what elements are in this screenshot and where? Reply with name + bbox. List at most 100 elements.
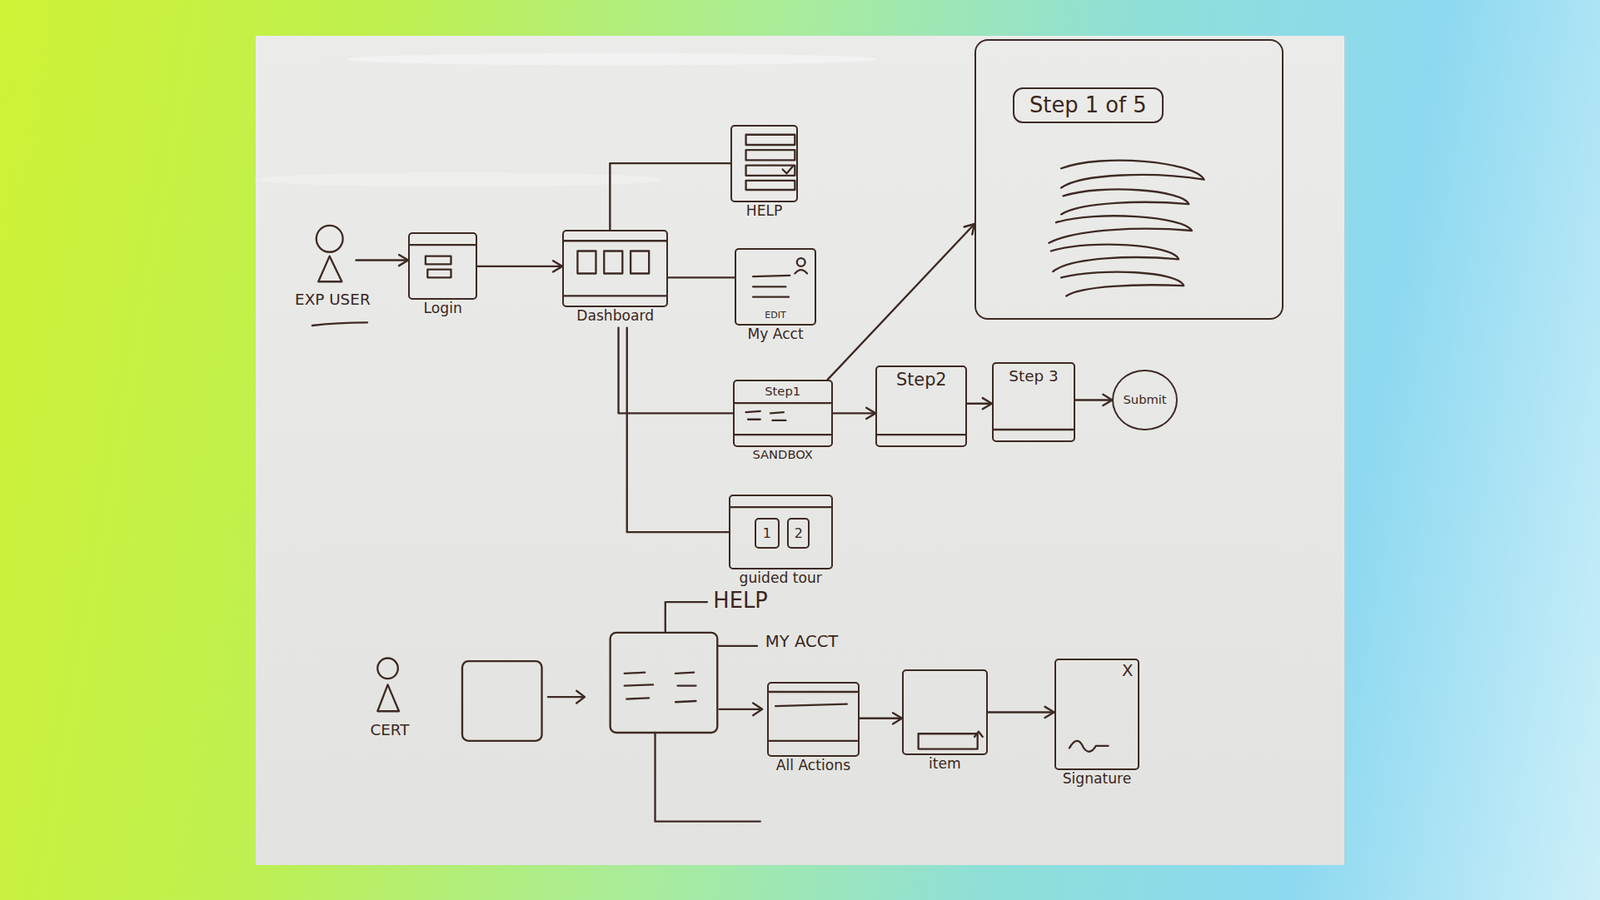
arrow-head bbox=[892, 712, 903, 724]
step-box: 2 bbox=[787, 518, 810, 549]
connector-line bbox=[667, 276, 735, 279]
form-row bbox=[746, 149, 796, 160]
screen: guided tour12 bbox=[728, 494, 833, 569]
flow-connector bbox=[987, 707, 1055, 718]
detail-panel: Step 1 of 5 bbox=[974, 39, 1284, 320]
connector-line bbox=[827, 224, 975, 380]
screen-text: Step 3 bbox=[1008, 367, 1058, 385]
arrow bbox=[548, 691, 585, 704]
cursor bbox=[974, 732, 983, 738]
connector-line bbox=[477, 265, 563, 268]
flow-connector bbox=[827, 224, 975, 380]
menu-lines bbox=[624, 672, 697, 703]
flow-connector bbox=[627, 328, 729, 534]
card bbox=[603, 251, 623, 275]
connector-line bbox=[859, 717, 903, 720]
form-row bbox=[746, 180, 796, 190]
connector-line bbox=[1075, 398, 1112, 401]
connector-line bbox=[665, 602, 708, 634]
underline bbox=[312, 322, 368, 326]
flow-connector bbox=[966, 398, 992, 409]
scribble bbox=[1061, 189, 1189, 215]
connector-line bbox=[356, 259, 409, 261]
flow-connector bbox=[618, 328, 733, 414]
arrow-head bbox=[1102, 394, 1112, 406]
glare bbox=[254, 172, 663, 187]
screen-bar bbox=[993, 428, 1074, 431]
screen-text: 2 bbox=[794, 525, 803, 541]
input-field bbox=[425, 256, 452, 265]
screen-text: Step1 bbox=[764, 384, 801, 399]
step-box: 1 bbox=[754, 518, 779, 549]
screen: Login bbox=[408, 232, 478, 300]
user-icon bbox=[794, 269, 808, 274]
scribble bbox=[1061, 272, 1184, 297]
branch-label: MY ACCT bbox=[765, 633, 839, 653]
user-icon bbox=[797, 258, 806, 267]
screen-bar bbox=[563, 239, 667, 242]
form-row bbox=[746, 134, 796, 145]
screen-label: Signature bbox=[1062, 771, 1132, 788]
connector-line bbox=[987, 711, 1055, 713]
marker-strokes bbox=[254, 53, 1204, 823]
arrow-head bbox=[982, 398, 992, 409]
screen-label: SANDBOX bbox=[752, 448, 813, 463]
button bbox=[918, 733, 978, 749]
screen: Step 3 bbox=[991, 362, 1076, 443]
flow-connector bbox=[609, 163, 731, 230]
actor-figure: CERT bbox=[373, 652, 406, 718]
screen-text: EDIT bbox=[764, 310, 786, 322]
screen-label: Login bbox=[423, 300, 463, 318]
signature-squiggle bbox=[1069, 741, 1109, 753]
arrow bbox=[719, 702, 763, 716]
screen: XSignature bbox=[1054, 658, 1141, 772]
arrow-head bbox=[1045, 707, 1055, 718]
connector-line bbox=[609, 163, 731, 230]
blank-screen bbox=[462, 661, 543, 742]
end-circle: Submit bbox=[1111, 369, 1177, 432]
screen: Dashboard bbox=[562, 229, 668, 308]
screen-label: HELP bbox=[746, 203, 783, 220]
scribble bbox=[1051, 244, 1179, 272]
screen-bar bbox=[877, 433, 966, 436]
connector-line bbox=[627, 328, 729, 534]
input-field bbox=[427, 269, 451, 279]
glare bbox=[347, 53, 878, 66]
screen-label: CERT bbox=[369, 721, 409, 739]
form-row bbox=[746, 165, 796, 176]
check-mark bbox=[782, 166, 793, 175]
screen-bar bbox=[410, 244, 476, 246]
screen-text: 1 bbox=[762, 525, 772, 541]
connector-line bbox=[832, 412, 876, 414]
arrow-head bbox=[553, 260, 563, 272]
arrow-head bbox=[398, 254, 409, 266]
scribble bbox=[1061, 160, 1205, 189]
screen-label: guided tour bbox=[739, 570, 823, 588]
form-lines bbox=[734, 403, 831, 435]
card bbox=[630, 251, 649, 275]
connector-line bbox=[655, 732, 761, 823]
screen-text: X bbox=[1121, 662, 1133, 682]
actor-figure: EXP USER bbox=[309, 224, 356, 289]
flow-connector bbox=[859, 712, 903, 724]
connector-line bbox=[966, 403, 992, 405]
screen: All Actions bbox=[767, 682, 859, 758]
stick-figure-body bbox=[318, 256, 342, 283]
screen-text: Step2 bbox=[896, 370, 948, 391]
screen-text: Submit bbox=[1123, 393, 1167, 408]
screen-label: All Actions bbox=[776, 757, 851, 775]
stick-figure-head bbox=[316, 225, 344, 253]
screen: item bbox=[902, 669, 988, 756]
arrow-head bbox=[866, 408, 876, 419]
screen-label: Dashboard bbox=[576, 308, 654, 325]
flow-connector bbox=[832, 408, 876, 419]
flow-connector bbox=[477, 260, 563, 272]
stick-figure-head bbox=[377, 658, 399, 680]
screen-label: item bbox=[928, 756, 962, 773]
screen: HELP bbox=[730, 124, 798, 203]
scribble bbox=[1048, 215, 1192, 243]
connector-line bbox=[717, 645, 758, 648]
connector-line bbox=[618, 328, 733, 414]
flow-connector bbox=[667, 277, 735, 279]
